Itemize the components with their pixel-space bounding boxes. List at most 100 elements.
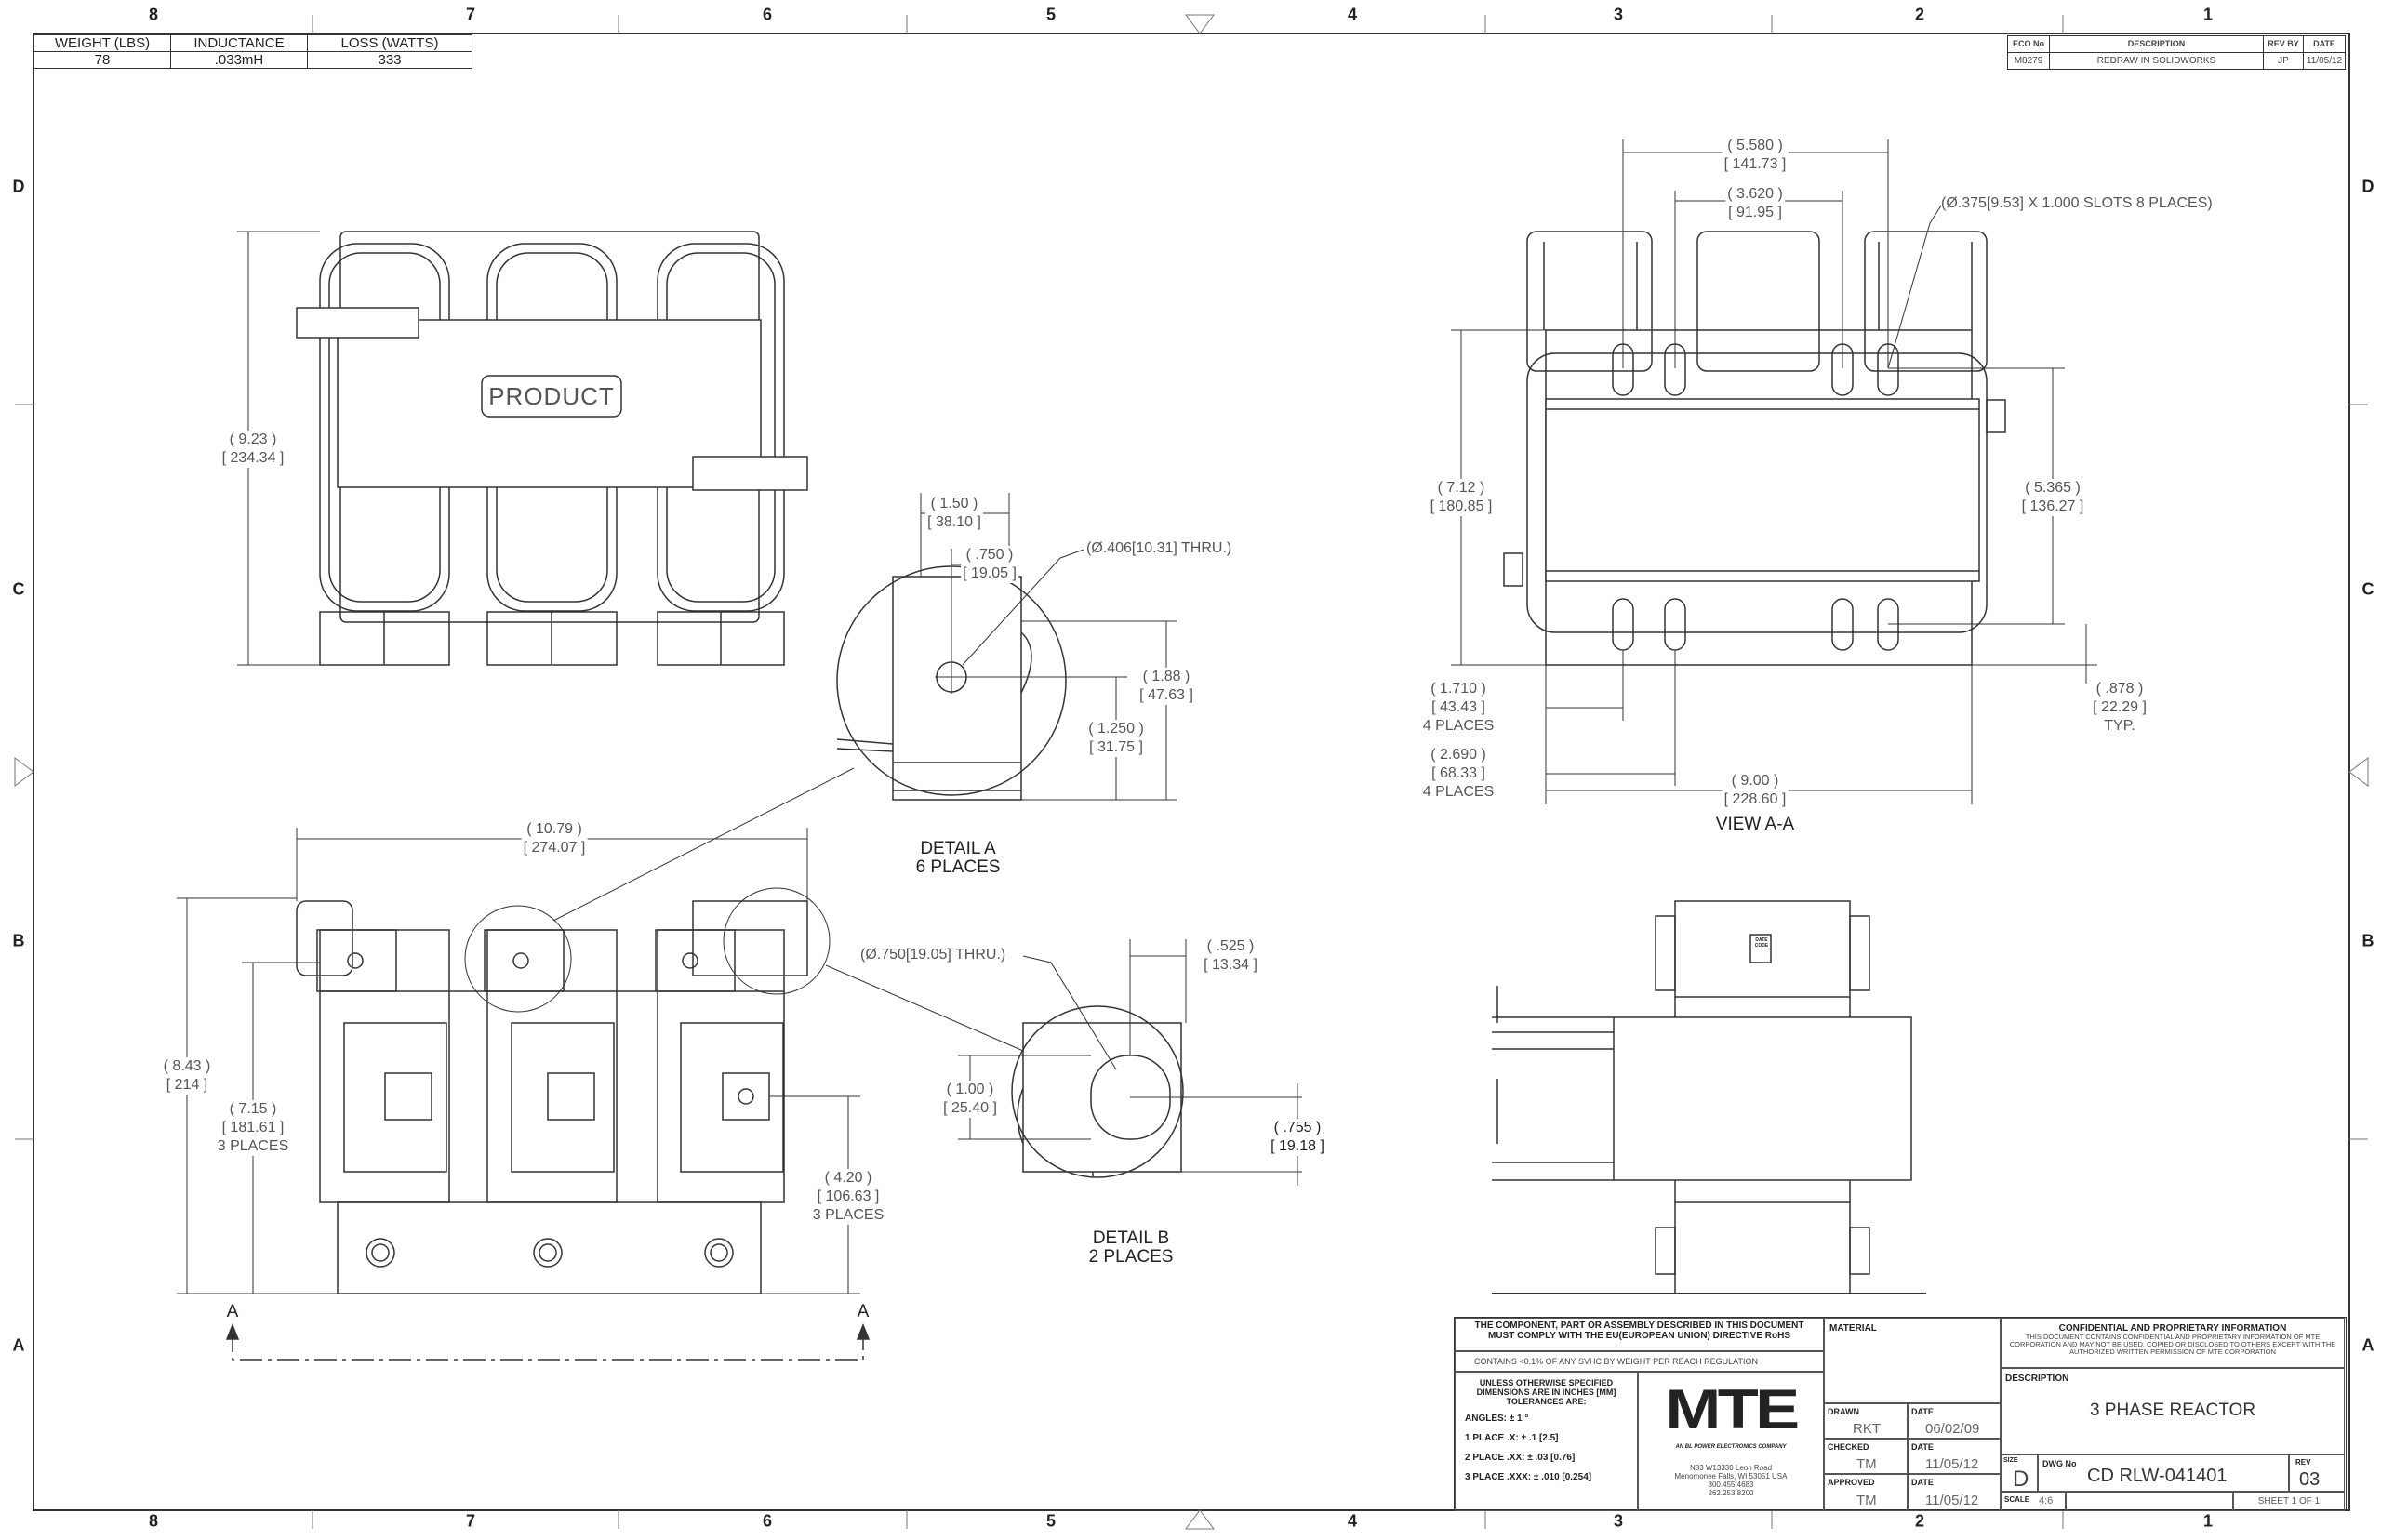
view-a-a	[1451, 139, 2097, 804]
header-inductance: INDUCTANCE	[170, 34, 308, 52]
view-a-a-title: VIEW A-A	[1715, 815, 1795, 834]
rev-value: 03	[2299, 1469, 2321, 1490]
zone-col-2: 2	[1914, 5, 1925, 24]
detail-b-hole-note: (Ø.750[19.05] THRU.)	[860, 947, 1006, 962]
side-view	[1492, 900, 1926, 1294]
dim-1-50: 1.5038.10	[925, 495, 983, 532]
dim-9-00: 9.00228.60	[1722, 772, 1789, 809]
sheet-number: SHEET 1 OF 1	[2233, 1492, 2345, 1511]
size-value: D	[2013, 1467, 2029, 1492]
zone-col-2: 2	[1914, 1511, 1925, 1531]
detail-b-view	[958, 939, 1302, 1186]
zone-row-c: C	[2361, 579, 2374, 599]
tolerance-header: UNLESS OTHERWISE SPECIFIED DIMENSIONS AR…	[1476, 1378, 1616, 1406]
header-weight: WEIGHT (LBS)	[33, 34, 171, 52]
terminal-bracket	[296, 307, 419, 339]
detail-a-callout	[464, 905, 572, 1013]
blank-cell	[2066, 1492, 2233, 1511]
date-code-label: DATE CODE	[1754, 937, 1769, 949]
zone-row-c: C	[12, 579, 25, 599]
dim-5-580: 5.580141.73	[1722, 137, 1789, 174]
dim-1-00: 1.0025.40	[941, 1081, 999, 1118]
dim-2-690: 2.69068.334 PLACES	[1420, 746, 1496, 802]
rev-header-eco: ECO No	[2007, 35, 2050, 53]
title-block: THE COMPONENT, PART OR ASSEMBLY DESCRIBE…	[1454, 1317, 2347, 1511]
material-cell: MATERIAL	[1824, 1318, 2001, 1403]
dim-3-620: 3.62091.95	[1725, 185, 1785, 222]
dim-0-878: .87822.29TYP.	[2091, 680, 2148, 736]
product-label-plate	[481, 375, 622, 418]
slots-note: (Ø.375[9.53] X 1.000 SLOTS 8 PLACES)	[1941, 195, 2213, 211]
drawn-by: RKT	[1853, 1421, 1881, 1437]
approved-date: 11/05/12	[1925, 1493, 1979, 1508]
dim-0-755: .75519.18	[1269, 1119, 1326, 1156]
zone-row-d: D	[2361, 177, 2374, 196]
rev-header-description: DESCRIPTION	[2049, 35, 2264, 53]
bottom-view	[177, 767, 1024, 1361]
zone-row-d: D	[12, 177, 25, 196]
dim-0-750: .75019.05	[961, 546, 1018, 583]
dim-5-365: 5.365136.27	[2019, 479, 2086, 516]
terminal-bracket	[692, 456, 808, 491]
dim-height-9-23: 9.23234.34	[219, 431, 286, 468]
mte-logo: MTE	[1665, 1378, 1800, 1440]
zone-col-3: 3	[1613, 5, 1624, 24]
inductance-value: .033mH	[170, 51, 308, 69]
zone-col-4: 4	[1347, 1511, 1358, 1531]
zone-row-b: B	[12, 931, 25, 950]
dim-7-12: 7.12180.85	[1428, 479, 1495, 516]
scale-value: 4:6	[2039, 1495, 2054, 1507]
dim-7-15: 7.15181.613 PLACES	[215, 1100, 291, 1156]
zone-col-5: 5	[1045, 1511, 1057, 1531]
header-loss: LOSS (WATTS)	[307, 34, 472, 52]
zone-col-8: 8	[148, 1511, 159, 1531]
product-label: PRODUCT	[488, 382, 615, 410]
tolerance-angles: ANGLES: ± 1 °	[1465, 1414, 1529, 1424]
front-view	[237, 231, 808, 666]
dim-8-43: 8.43214	[161, 1057, 213, 1095]
section-marker-right: A	[857, 1302, 870, 1321]
confidential-notice: CONFIDENTIAL AND PROPRIETARY INFORMATION…	[2001, 1318, 2345, 1368]
tolerances: UNLESS OTHERWISE SPECIFIED DIMENSIONS AR…	[1455, 1372, 1638, 1511]
zone-col-6: 6	[762, 1511, 773, 1531]
zone-row-a: A	[12, 1335, 25, 1355]
slots	[1612, 343, 1899, 651]
zone-col-7: 7	[465, 1511, 476, 1531]
description-value: 3 PHASE REACTOR	[2089, 1401, 2256, 1420]
tolerance-2-place: 2 PLACE .XX: ± .03 [0.76]	[1465, 1453, 1576, 1463]
zone-row-b: B	[2361, 931, 2374, 950]
dim-4-20: 4.20106.633 PLACES	[810, 1169, 886, 1225]
rev-header-date: DATE	[2303, 35, 2346, 53]
zone-col-1: 1	[2202, 5, 2214, 24]
detail-b-callout	[723, 887, 831, 995]
checked-date: 11/05/12	[1925, 1456, 1979, 1472]
reach-statement: CONTAINS <0.1% OF ANY SVHC BY WEIGHT PER…	[1455, 1351, 1824, 1372]
zone-col-1: 1	[2202, 1511, 2214, 1531]
drawn-date: 06/02/09	[1925, 1421, 1980, 1437]
dim-1-710: 1.71043.434 PLACES	[1420, 680, 1496, 736]
zone-ticks	[14, 14, 2369, 1530]
checked-by: TM	[1856, 1456, 1877, 1472]
dim-1-88: 1.8847.63	[1137, 668, 1195, 705]
tolerance-3-place: 3 PLACE .XXX: ± .010 [0.254]	[1465, 1472, 1592, 1482]
rev-header-revby: REV BY	[2263, 35, 2304, 53]
zone-col-7: 7	[465, 5, 476, 24]
rev-eco: M8279	[2007, 52, 2050, 70]
loss-value: 333	[307, 51, 472, 69]
rohs-statement: THE COMPONENT, PART OR ASSEMBLY DESCRIBE…	[1455, 1318, 1824, 1351]
dwg-no-value: CD RLW-041401	[2087, 1466, 2228, 1486]
